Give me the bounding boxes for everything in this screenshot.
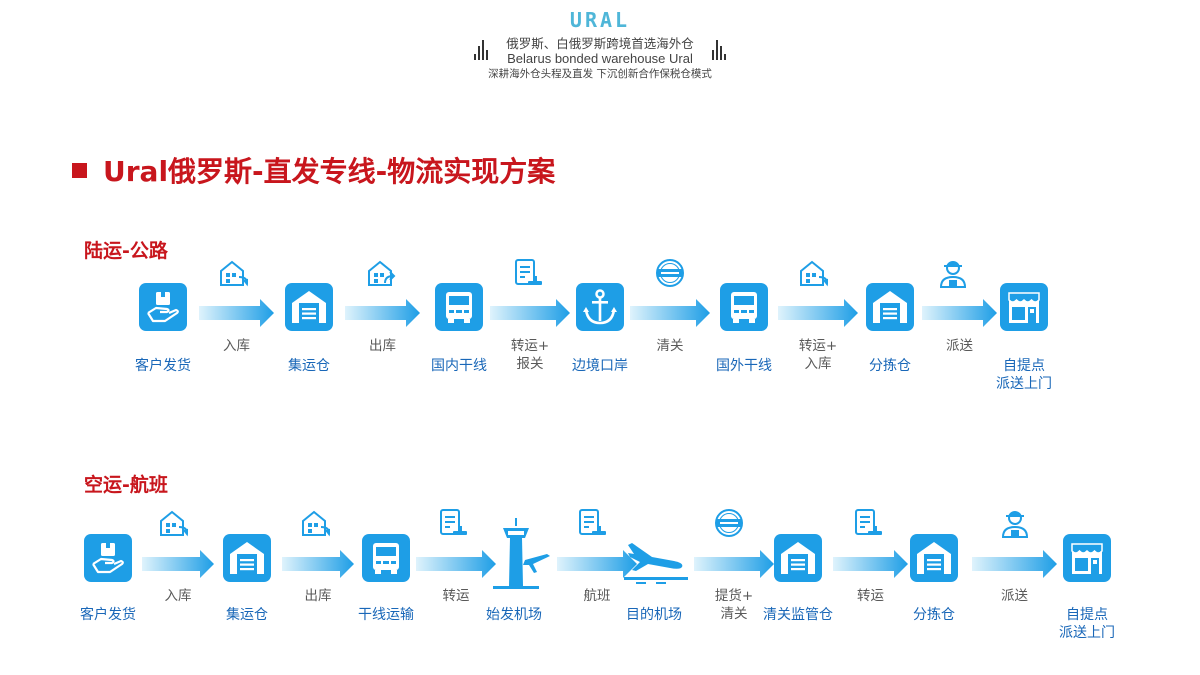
anchor-icon [576, 283, 624, 331]
node-label: 始发机场 [486, 607, 542, 623]
building-in-icon [218, 258, 248, 288]
node-label: 干线运输 [358, 607, 414, 623]
sound-bars-icon [712, 40, 726, 60]
flow-arrow [557, 549, 637, 579]
flow-arrow [199, 298, 274, 328]
flow-arrow [972, 549, 1057, 579]
flow-arrow [922, 298, 997, 328]
step-label: 出库 [304, 588, 332, 604]
step-label: 出库 [369, 338, 396, 354]
sound-bars-icon [474, 40, 488, 60]
node-label: 分拣仓 [869, 358, 911, 374]
step-label: 入库 [223, 338, 250, 354]
node-label: 清关监管仓 [763, 607, 833, 623]
document-stamp-icon [512, 258, 542, 288]
document-stamp-icon [576, 508, 606, 538]
node-label: 集运仓 [226, 607, 268, 623]
truck-icon [720, 283, 768, 331]
flow-arrow [778, 298, 858, 328]
brand-tagline-cn: 俄罗斯、白俄罗斯跨境首选海外仓 [506, 36, 694, 51]
storefront-icon [1000, 283, 1048, 331]
step-label: 派送 [1001, 588, 1028, 604]
node-label: 国外干线 [716, 358, 772, 374]
step-label: 航班 [583, 588, 611, 604]
storefront-icon [1063, 534, 1111, 582]
flow-arrow [142, 549, 214, 579]
control-tower-icon [485, 514, 555, 589]
building-out-icon [366, 258, 396, 288]
warehouse-icon [285, 283, 333, 331]
section-title-land: 陆运-公路 [84, 240, 168, 262]
flow-arrow [490, 298, 570, 328]
flow-arrow [282, 549, 354, 579]
page-title: Ural俄罗斯-直发专线-物流实现方案 [72, 150, 555, 190]
step-label: 转运 [857, 588, 884, 604]
courier-icon [1000, 508, 1030, 538]
flow-arrow [694, 549, 774, 579]
building-in-icon [300, 508, 330, 538]
brand-slogan: 深耕海外仓头程及直发 下沉创新合作保税仓模式 [488, 68, 712, 80]
warehouse-icon [223, 534, 271, 582]
hand-box-icon [84, 534, 132, 582]
building-in-icon [798, 258, 828, 288]
plane-landing-icon [622, 533, 692, 588]
document-stamp-icon [852, 508, 882, 538]
truck-icon [362, 534, 410, 582]
step-label: 转运+ 入库 [798, 338, 838, 372]
node-label: 集运仓 [288, 358, 330, 374]
warehouse-icon [866, 283, 914, 331]
step-label: 提货+ 清关 [714, 588, 754, 622]
courier-icon [938, 258, 968, 288]
flow-arrow [630, 298, 710, 328]
step-label: 入库 [164, 588, 192, 604]
cleared-badge-icon [655, 258, 685, 288]
flow-arrow [833, 549, 908, 579]
cleared-badge-icon [714, 508, 744, 538]
warehouse-icon [774, 534, 822, 582]
node-label: 目的机场 [626, 607, 682, 623]
section-title-air: 空运-航班 [84, 474, 168, 496]
step-label: 清关 [656, 338, 684, 354]
hand-box-icon [139, 283, 187, 331]
flow-arrow [416, 549, 496, 579]
building-in-icon [158, 508, 188, 538]
node-label: 自提点 派送上门 [996, 358, 1052, 392]
warehouse-icon [910, 534, 958, 582]
node-label: 自提点 派送上门 [1059, 607, 1115, 641]
truck-icon [435, 283, 483, 331]
node-label: 国内干线 [431, 358, 487, 374]
flow-arrow [345, 298, 420, 328]
node-label: 分拣仓 [913, 607, 955, 623]
step-label: 转运 [442, 588, 470, 604]
step-label: 派送 [946, 338, 973, 354]
brand-tagline-en: Belarus bonded warehouse Ural [507, 51, 693, 66]
step-label: 转运+ 报关 [510, 338, 550, 372]
node-label: 客户发货 [135, 358, 191, 374]
brand-logo: URAL [569, 8, 631, 32]
document-stamp-icon [437, 508, 467, 538]
brand-header: URAL 俄罗斯、白俄罗斯跨境首选海外仓 Belarus bonded ware… [0, 8, 1200, 81]
node-label: 边境口岸 [572, 358, 628, 374]
node-label: 客户发货 [80, 607, 136, 623]
